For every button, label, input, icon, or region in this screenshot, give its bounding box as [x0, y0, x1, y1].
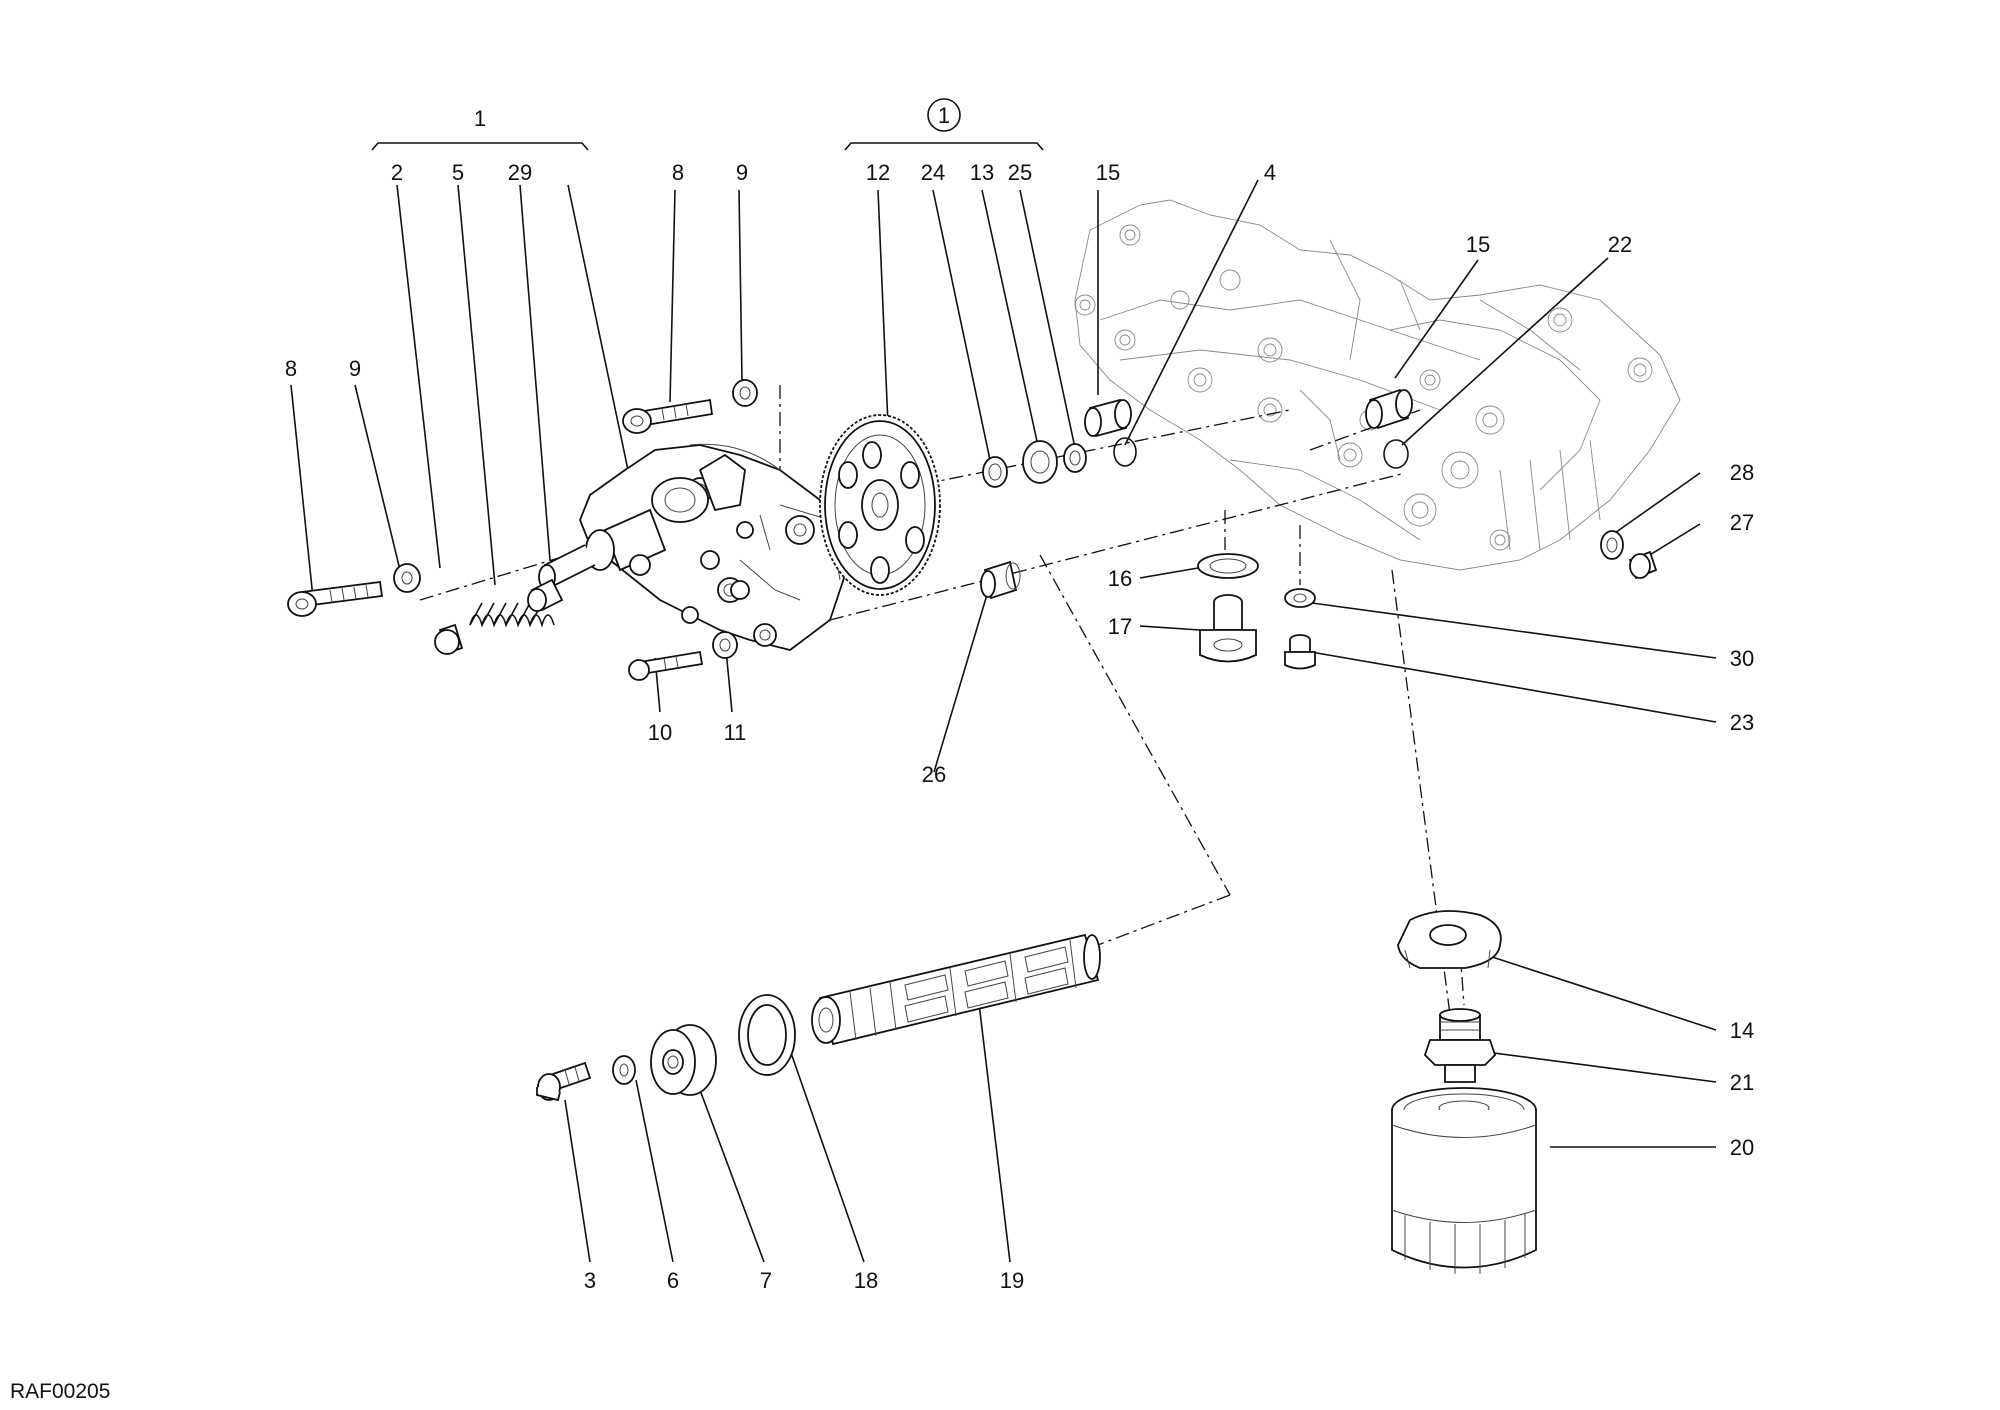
callout-18: 18 [854, 1268, 878, 1293]
callout-8-upper: 8 [672, 160, 684, 185]
callout-10: 10 [648, 720, 672, 745]
alignment-lines [419, 385, 1465, 1031]
washer-9-upper [732, 379, 758, 407]
oil-filter-20 [1391, 1087, 1537, 1274]
bearing-13 [1022, 440, 1058, 484]
callout-25: 25 [1008, 160, 1032, 185]
callout-27: 27 [1730, 510, 1754, 535]
callout-30: 30 [1730, 646, 1754, 671]
plug-27 [1628, 550, 1658, 580]
bolt-10 [628, 650, 704, 681]
washer-28 [1600, 530, 1624, 560]
callout-16: 16 [1108, 566, 1132, 591]
callout-20: 20 [1730, 1135, 1754, 1160]
callout-labels: 2 5 29 8 9 8 9 12 24 13 25 15 4 15 22 28… [285, 160, 1754, 1293]
group-bracket-1: 1 [371, 106, 589, 151]
bolt-8-upper [622, 398, 714, 434]
o-ring-4 [1113, 437, 1137, 467]
spring-5 [469, 602, 555, 628]
callout-14: 14 [1730, 1018, 1754, 1043]
bushing-15-right [1365, 388, 1413, 430]
pump-gear-12 [819, 414, 941, 596]
callout-15-right: 15 [1466, 232, 1490, 257]
leader-lines [290, 179, 1717, 1263]
bush-26 [980, 560, 1021, 600]
callout-5: 5 [452, 160, 464, 185]
bushing-15-left [1084, 398, 1132, 438]
callout-11: 11 [724, 720, 747, 745]
o-ring-22 [1383, 439, 1409, 469]
callout-28: 28 [1730, 460, 1754, 485]
callout-3: 3 [584, 1268, 596, 1293]
callout-23: 23 [1730, 710, 1754, 735]
callout-4: 4 [1264, 160, 1276, 185]
cap-7 [650, 1024, 717, 1096]
bolt-8-left [287, 580, 384, 617]
nipple-21 [1423, 1008, 1497, 1083]
callout-13: 13 [970, 160, 994, 185]
ring-25 [1063, 443, 1087, 473]
callout-19: 19 [1000, 1268, 1024, 1293]
group-label-1: 1 [474, 106, 486, 131]
group-bracket-circled-1: 1 [844, 98, 1044, 151]
group-label-circled-1: 1 [938, 103, 950, 128]
callout-22: 22 [1608, 232, 1632, 257]
callout-21: 21 [1730, 1070, 1754, 1095]
callout-29: 29 [508, 160, 532, 185]
valve-29 [527, 578, 564, 612]
seal-18 [738, 994, 796, 1076]
washer-6 [612, 1055, 636, 1085]
callout-9-upper: 9 [736, 160, 748, 185]
callout-2: 2 [391, 160, 403, 185]
callout-15-left: 15 [1096, 160, 1120, 185]
screw-3 [536, 1061, 592, 1102]
gasket-16 [1197, 553, 1259, 579]
crankcase-housing [1074, 199, 1681, 571]
circled-marker [927, 98, 961, 132]
callout-12: 12 [866, 160, 890, 185]
callout-7: 7 [760, 1268, 772, 1293]
callout-9-left: 9 [349, 356, 361, 381]
callout-26: 26 [922, 762, 946, 787]
washer-30 [1284, 588, 1316, 608]
callout-17: 17 [1108, 614, 1132, 639]
plug-17 [1199, 594, 1257, 663]
drawing-reference-code: RAF00205 [10, 1380, 110, 1403]
callout-8-left: 8 [285, 356, 297, 381]
callout-24: 24 [921, 160, 945, 185]
filter-screen-19 [811, 933, 1101, 1046]
washer-11 [712, 631, 738, 659]
washer-9-left [393, 563, 421, 593]
circlip-24 [982, 456, 1008, 488]
plate-14 [1397, 910, 1502, 969]
plug-2 [434, 623, 464, 655]
oil-pump-body [538, 443, 851, 651]
callout-6: 6 [667, 1268, 679, 1293]
plug-23 [1284, 634, 1316, 670]
